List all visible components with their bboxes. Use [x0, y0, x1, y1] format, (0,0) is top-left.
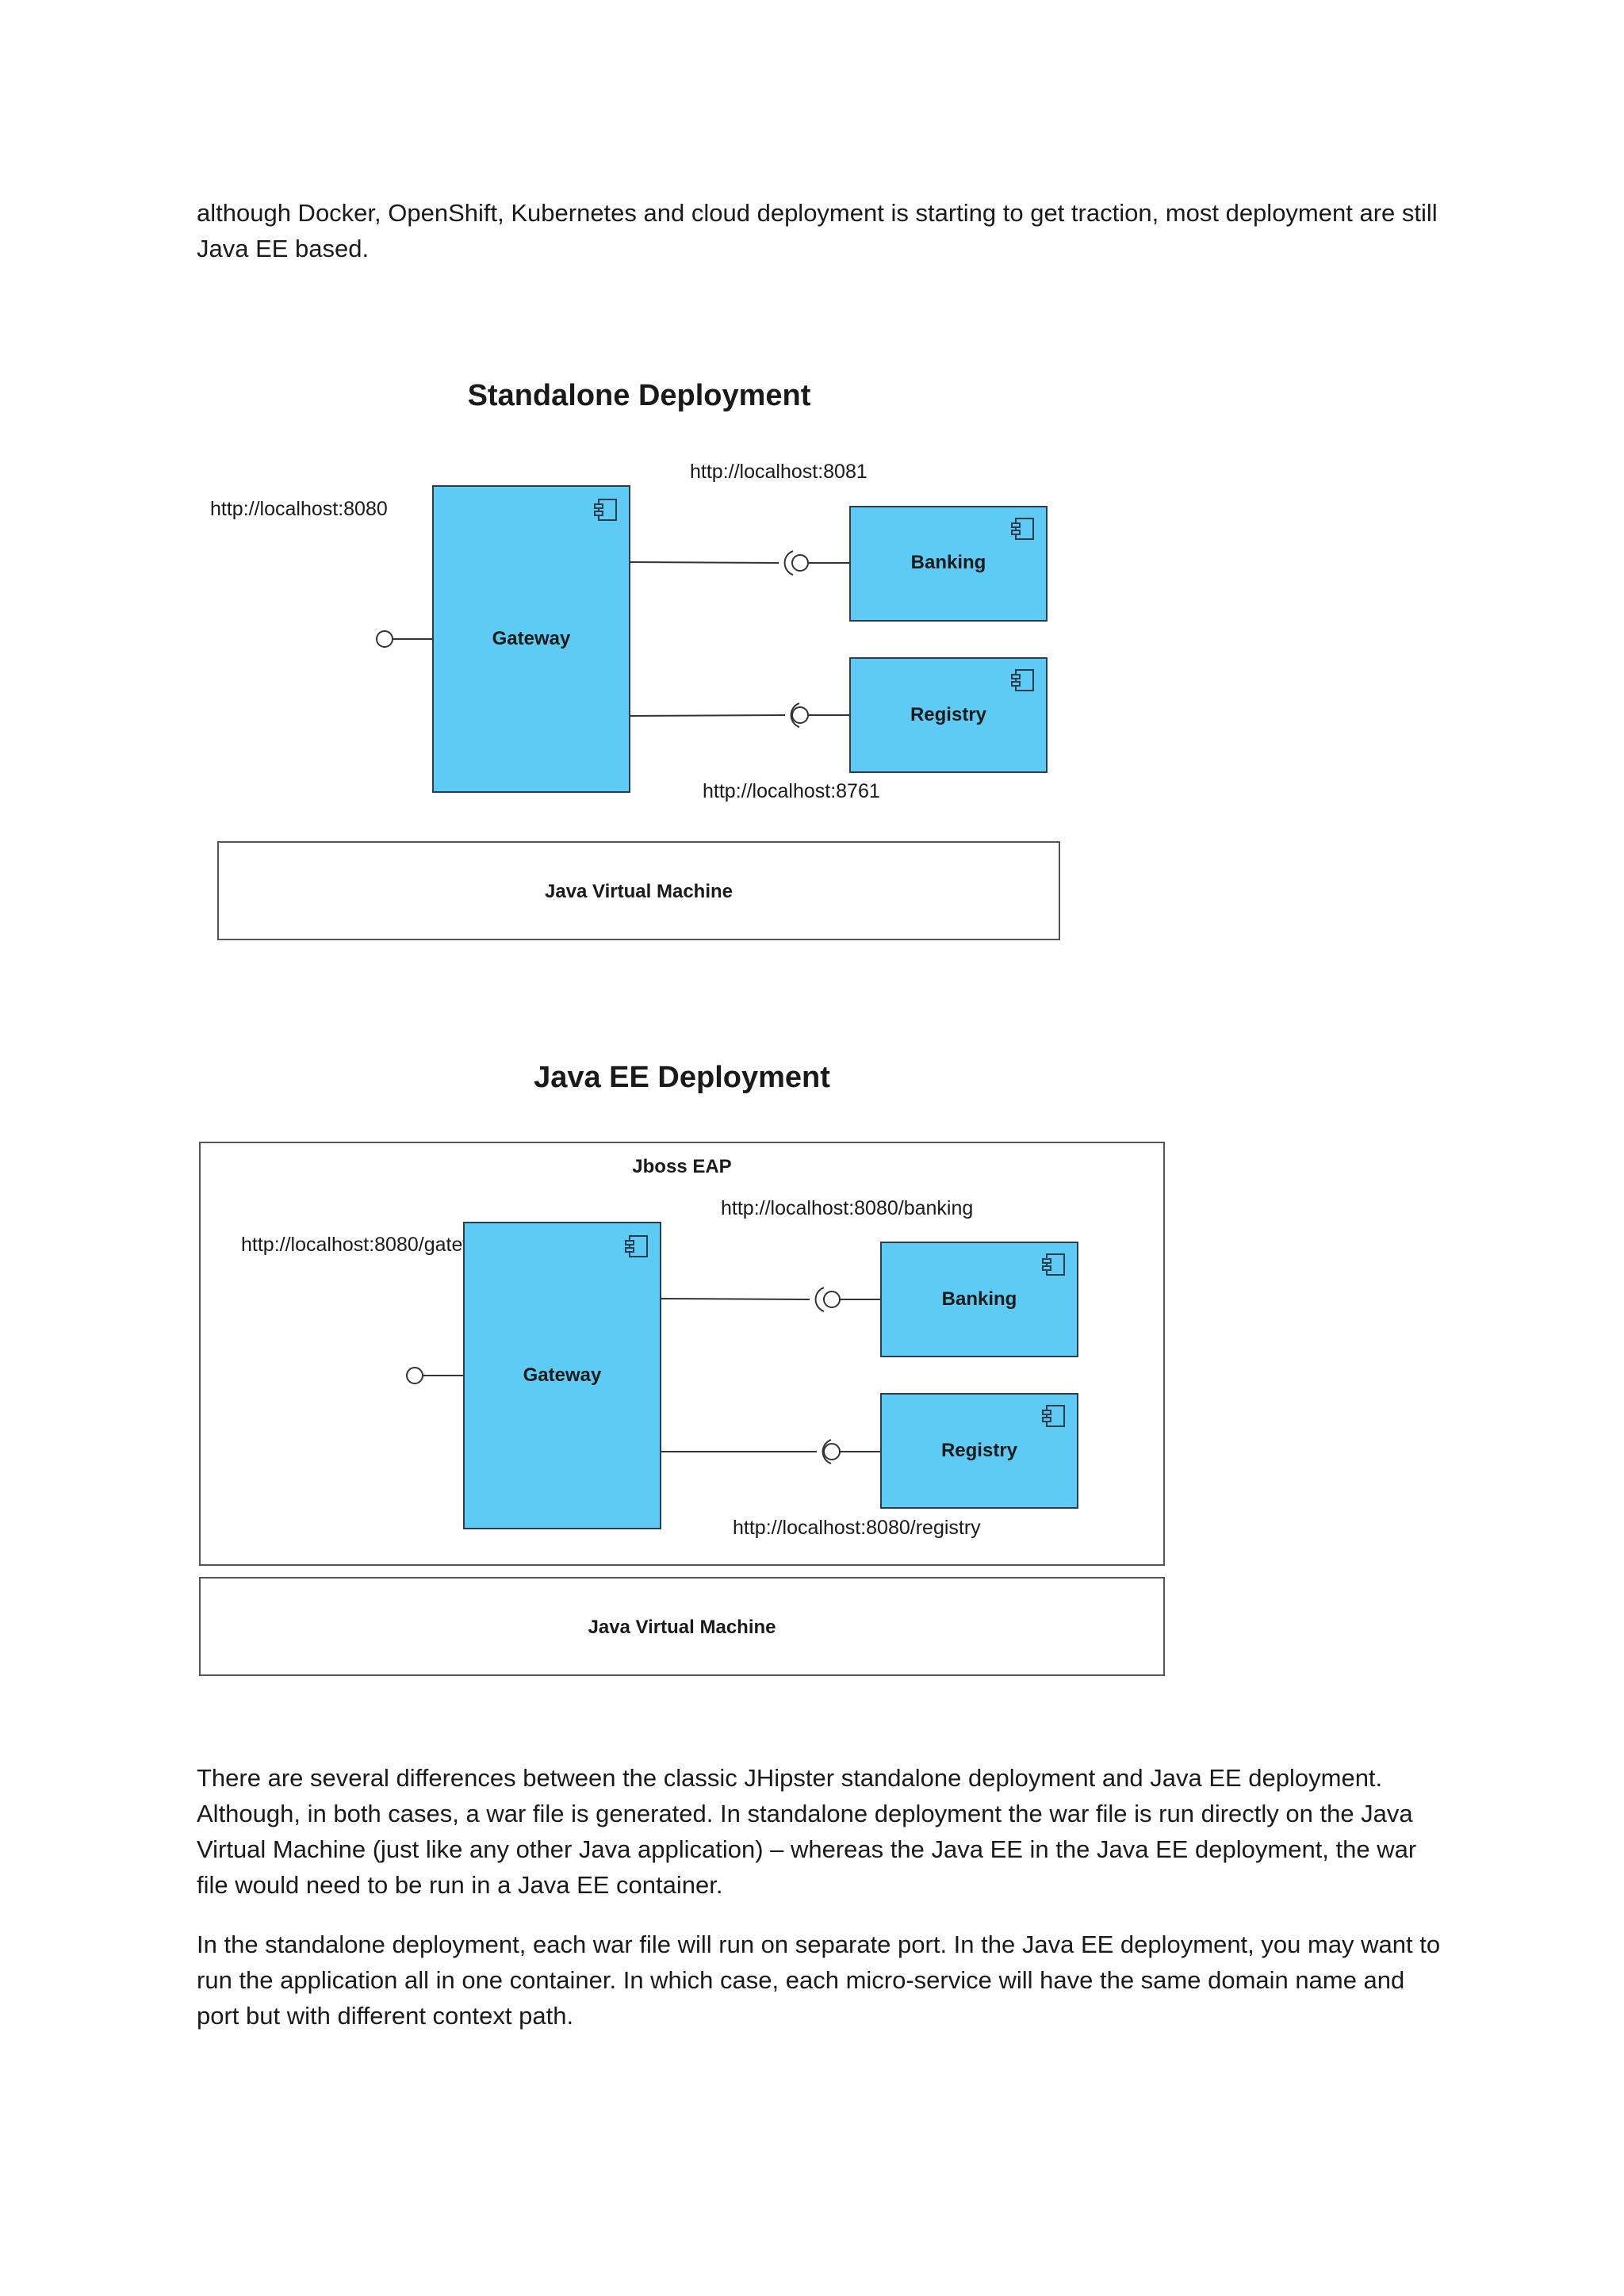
standalone-jvm-box: Java Virtual Machine [217, 841, 1060, 940]
standalone-registry-component: Registry [849, 657, 1048, 773]
standalone-registry-url: http://localhost:8761 [703, 780, 880, 802]
javaee-registry-url: http://localhost:8080/registry [733, 1517, 981, 1539]
component-icon [1011, 669, 1034, 691]
component-icon [1042, 1405, 1065, 1427]
standalone-jvm-label: Java Virtual Machine [545, 881, 733, 902]
paragraph-differences: There are several differences between th… [197, 1764, 1417, 1899]
intro-paragraph: although Docker, OpenShift, Kubernetes a… [197, 199, 1438, 262]
component-icon [1042, 1253, 1065, 1276]
javaee-banking-url: http://localhost:8080/banking [721, 1197, 974, 1219]
component-icon [594, 499, 617, 521]
jboss-eap-container: Jboss EAP [199, 1142, 1165, 1566]
javaee-gateway-url: http://localhost:8080/gateway [241, 1234, 498, 1257]
standalone-banking-component: Banking [849, 506, 1048, 622]
standalone-banking-url: http://localhost:8081 [690, 461, 868, 483]
javaee-registry-component: Registry [880, 1393, 1078, 1509]
component-icon [625, 1235, 648, 1257]
standalone-title: Standalone Deployment [467, 379, 811, 412]
standalone-gateway-label: Gateway [492, 628, 571, 649]
standalone-gateway-component: Gateway [432, 485, 630, 793]
javaee-jvm-box: Java Virtual Machine [199, 1577, 1165, 1676]
javaee-title: Java EE Deployment [534, 1061, 830, 1094]
javaee-gateway-label: Gateway [523, 1364, 602, 1386]
jboss-eap-label: Jboss EAP [632, 1156, 732, 1177]
standalone-registry-label: Registry [910, 704, 987, 725]
standalone-gateway-url: http://localhost:8080 [210, 498, 388, 520]
standalone-banking-label: Banking [910, 552, 986, 573]
javaee-banking-component: Banking [880, 1242, 1078, 1357]
component-icon [1011, 518, 1034, 540]
javaee-jvm-label: Java Virtual Machine [588, 1617, 776, 1638]
javaee-gateway-component: Gateway [463, 1222, 661, 1529]
paragraph-ports: In the standalone deployment, each war f… [197, 1931, 1441, 2030]
javaee-banking-label: Banking [941, 1288, 1017, 1310]
javaee-registry-label: Registry [940, 1440, 1018, 1461]
